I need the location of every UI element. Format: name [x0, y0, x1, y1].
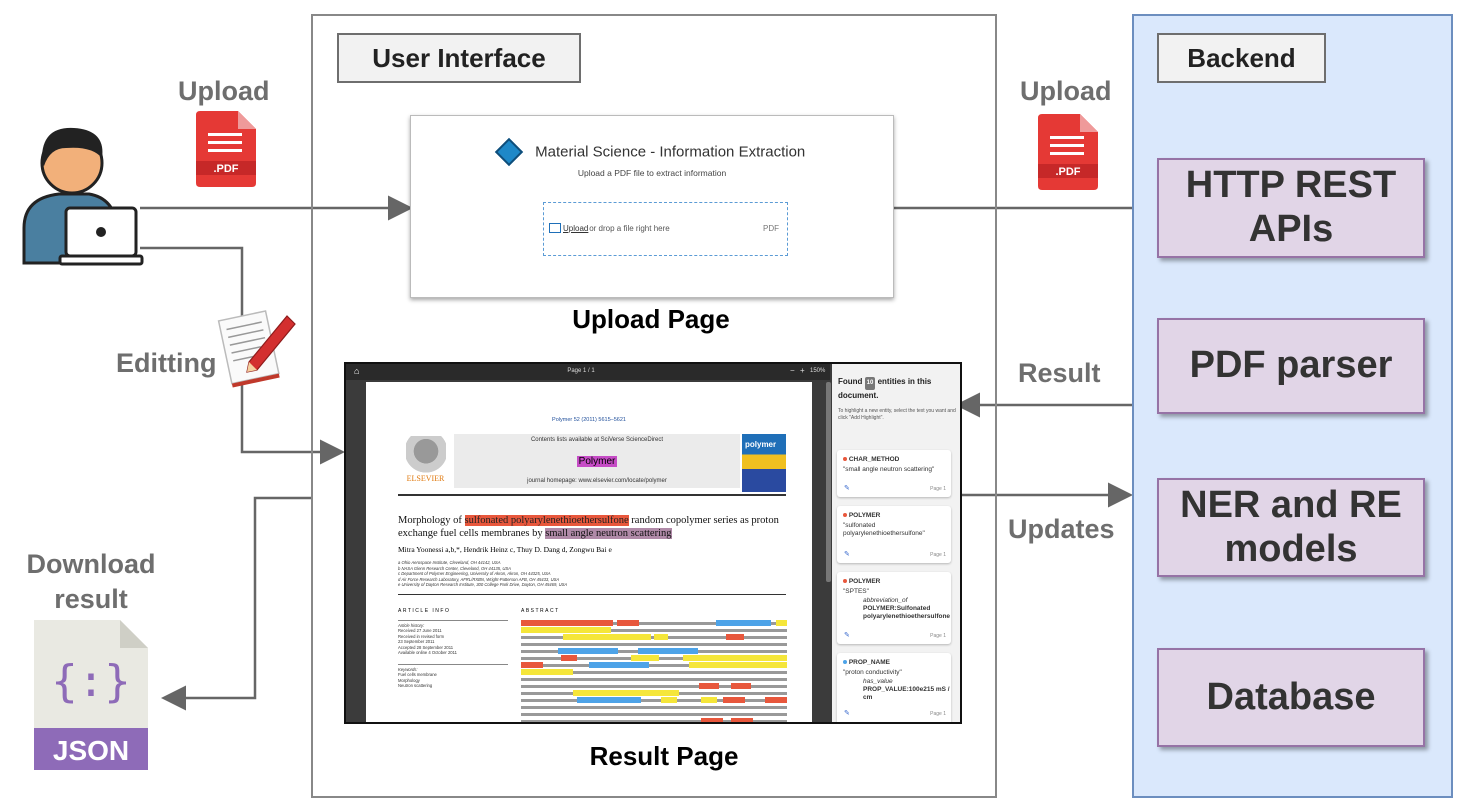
upload-page-screenshot: Material Science - Information Extractio… [410, 115, 894, 298]
entity-highlight[interactable]: small angle neutron scattering [545, 528, 672, 539]
tree-icon [405, 436, 446, 474]
entity-type: PROP_NAME [848, 659, 890, 666]
result-label: Result [1018, 358, 1101, 388]
abstract-head: ABSTRACT [521, 608, 560, 614]
database-box: Database [1157, 648, 1425, 747]
entity-card[interactable]: POLYMER "sulfonated polyarylenethioether… [837, 506, 951, 563]
entity-page: Page 1 [930, 633, 946, 639]
relation-target: POLYMER:Sulfonated polyarylenethioethers… [863, 605, 951, 620]
article-info-head: ARTICLE INFO [398, 608, 451, 614]
entity-text: "SPTES" [843, 588, 869, 595]
result-page-screenshot: ⌂ Page 1 / 1 − + 150% Polymer 52 (2011) … [344, 362, 962, 724]
zoom-level: 150% [810, 368, 826, 374]
entity-text: "small angle neutron scattering" [843, 466, 935, 473]
json-file-icon: {:} JSON [34, 620, 148, 770]
zoom-out-icon[interactable]: − [790, 366, 795, 375]
entity-dot [843, 513, 847, 517]
edit-entity-icon[interactable]: ✎ [844, 632, 850, 639]
entity-sidebar: Found 10 entities in this document. To h… [832, 364, 960, 722]
upload-label-right: Upload [1020, 76, 1112, 106]
upload-label-left: Upload [178, 76, 270, 106]
edit-document-icon [217, 310, 296, 388]
elsevier-logo: ELSEVIER [398, 434, 453, 488]
user-laptop-icon [22, 127, 144, 266]
pdf-page: Polymer 52 (2011) 5615–5621 ELSEVIER Con… [366, 382, 812, 722]
entity-type: POLYMER [848, 512, 881, 519]
updates-label: Updates [1008, 514, 1115, 544]
journal-banner: Contents lists available at SciVerse Sci… [454, 434, 740, 488]
upload-image-icon [549, 223, 561, 233]
page-indicator: Page 1 / 1 [567, 368, 595, 374]
pdf-toolbar: ⌂ Page 1 / 1 − + 150% [346, 364, 830, 380]
entity-card[interactable]: CHAR_METHOD "small angle neutron scatter… [837, 450, 951, 497]
edit-entity-icon[interactable]: ✎ [844, 710, 850, 717]
entity-page: Page 1 [930, 711, 946, 717]
pdf-label: .PDF [213, 163, 238, 175]
pdf-label: .PDF [1055, 166, 1080, 178]
entity-type: CHAR_METHOD [848, 456, 900, 463]
publisher-name: ELSEVIER [406, 474, 445, 483]
backend-title: Backend [1157, 33, 1326, 83]
entity-page: Page 1 [930, 486, 946, 492]
app-title: Material Science - Information Extractio… [535, 143, 806, 161]
dropzone-filetype: PDF [763, 224, 779, 233]
edit-entity-icon[interactable]: ✎ [844, 485, 850, 492]
app-header: Material Science - Information Extractio… [411, 137, 893, 167]
section-rule [398, 594, 786, 595]
editing-label: Editting [116, 348, 217, 378]
relation-name: abbreviation_of [863, 597, 908, 604]
download-label: Download result [26, 549, 156, 615]
pdf-parser-box: PDF parser [1157, 318, 1425, 414]
contents-line: Contents lists available at SciVerse Sci… [530, 437, 664, 443]
found-entities-heading: Found 10 entities in this document. [838, 377, 932, 400]
affiliations: a Ohio Aerospace Institute, Cleveland, O… [398, 560, 568, 587]
abstract-text-lines [521, 620, 787, 722]
keywords: Keywords: Fuel cells membrane Morphology… [398, 664, 508, 689]
entity-dot [843, 457, 847, 461]
authors: Mitra Yoonessi a,b,*, Hendrik Heinz c, T… [398, 545, 612, 554]
journal-name: Polymer [576, 456, 618, 467]
entity-page: Page 1 [930, 552, 946, 558]
http-rest-apis-box: HTTP REST APIs [1157, 158, 1425, 258]
app-subtitle: Upload a PDF file to extract information [577, 168, 727, 178]
user-interface-frame [311, 14, 997, 798]
upload-link[interactable]: Upload [563, 224, 589, 233]
highlight-hint: To highlight a new entity, select the te… [838, 408, 956, 421]
journal-ref: Polymer 52 (2011) 5615–5621 [552, 417, 626, 423]
user-interface-title: User Interface [337, 33, 581, 83]
home-icon[interactable]: ⌂ [354, 366, 360, 376]
entity-text: "proton conductivity" [843, 669, 902, 676]
cover-word: polymer [745, 440, 777, 449]
pdf-file-icon-right: .PDF [1038, 114, 1098, 190]
zoom-in-icon[interactable]: + [800, 366, 805, 375]
entity-dot [843, 660, 847, 664]
entity-dot [843, 579, 847, 583]
article-title: Morphology of sulfonated polyarylenethio… [398, 515, 779, 539]
json-label: JSON [53, 735, 129, 766]
pdf-scrollbar[interactable] [826, 382, 831, 582]
dropzone-text: or drop a file right here [587, 224, 670, 233]
entity-type: POLYMER [848, 578, 881, 585]
file-dropzone[interactable]: Upload or drop a file right here PDF [543, 202, 788, 256]
entity-card[interactable]: POLYMER "SPTES" abbreviation_of POLYMER:… [837, 572, 951, 644]
entity-text: "sulfonated polyarylenethioethersulfone" [843, 522, 925, 537]
relation-name: has_value [863, 678, 893, 685]
app-logo-icon [494, 137, 523, 167]
download-arrow [161, 496, 312, 711]
edit-entity-icon[interactable]: ✎ [844, 551, 850, 558]
ner-re-models-box: NER and RE models [1157, 478, 1425, 577]
pdf-file-icon-left: .PDF [196, 111, 256, 187]
entity-card[interactable]: PROP_NAME "proton conductivity" has_valu… [837, 653, 951, 722]
header-rule [398, 494, 786, 496]
journal-cover: polymer [742, 434, 786, 492]
result-page-caption: Result Page [589, 741, 739, 771]
upload-page-caption: Upload Page [572, 304, 730, 334]
article-history: Article history: Received 27 June 2011 R… [398, 620, 508, 655]
entity-count-badge: 10 [864, 377, 876, 390]
relation-target: PROP_VALUE:100e215 mS / cm [863, 686, 950, 701]
json-symbol: {:} [51, 656, 130, 707]
entity-highlight[interactable]: sulfonated polyarylenethioethersulfone [464, 515, 629, 526]
journal-homepage: journal homepage: www.elsevier.com/locat… [527, 478, 667, 484]
